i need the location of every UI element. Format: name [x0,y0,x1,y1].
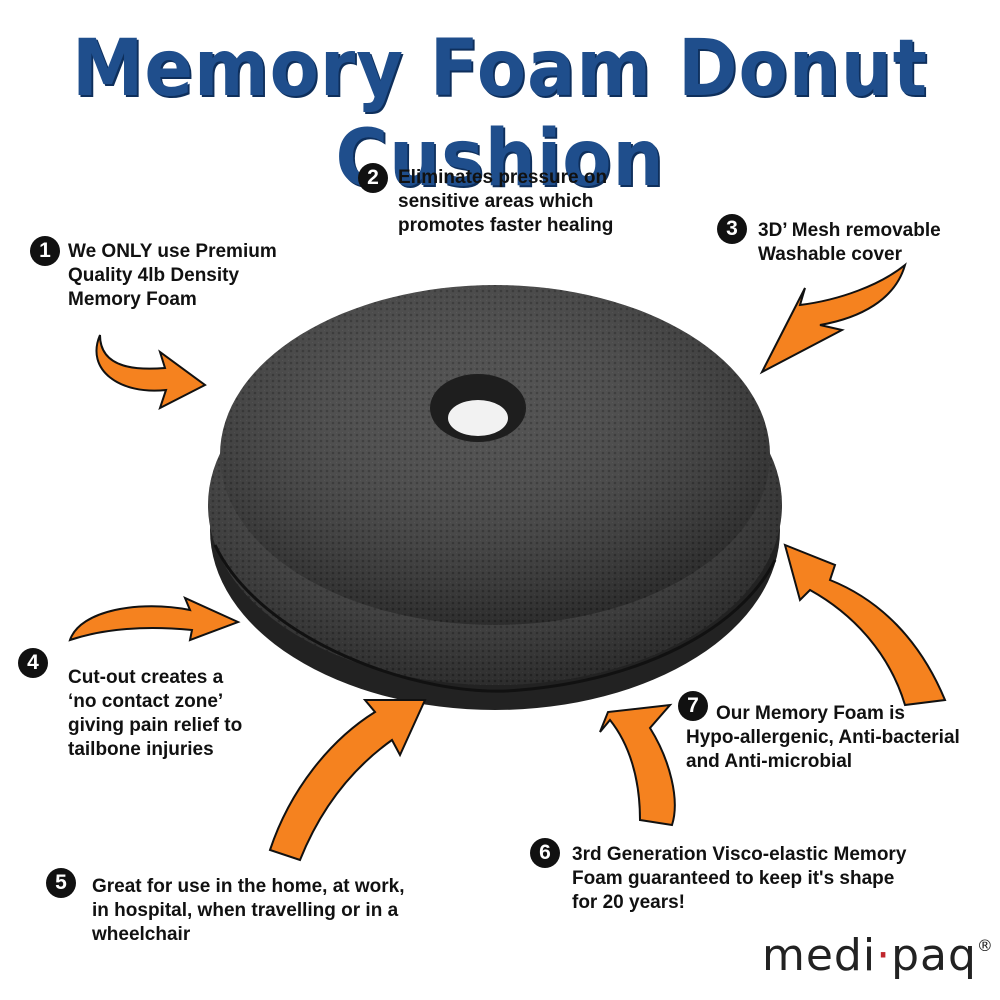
arrow-1 [95,334,207,411]
feature-text-6: 3rd Generation Visco-elastic Memory Foam… [572,843,906,915]
feature-line: wheelchair [92,924,191,945]
feature-line: promotes faster healing [398,215,614,236]
arrow-3 [759,262,907,375]
feature-line: Quality 4lb Density [68,265,240,286]
feature-line: Hypo-allergenic, Anti-bacterial [686,727,960,748]
medipaq-logo: medi·paq® [762,930,994,981]
feature-text-3: 3D’ Mesh removable Washable cover [758,219,941,267]
feature-line: Eliminates pressure on [398,167,608,188]
feature-line: tailbone injuries [68,739,214,760]
feature-badge-7: 7 [678,691,708,721]
registered-mark: ® [976,936,994,955]
donut-cushion [208,285,782,710]
feature-text-5: Great for use in the home, at work, in h… [92,875,405,947]
feature-line: Cut-out creates a [68,667,224,688]
logo-dot: · [876,930,892,981]
feature-line: Great for use in the home, at work, [92,876,405,897]
page-title: Memory Foam Donut Cushion [72,24,928,204]
feature-line: and Anti-microbial [686,751,853,772]
feature-line: Our Memory Foam is [716,703,905,724]
feature-badge-5: 5 [46,868,76,898]
feature-badge-3: 3 [717,214,747,244]
feature-line: sensitive areas which [398,191,594,212]
feature-line: 3D’ Mesh removable [758,220,941,241]
feature-line: ‘no contact zone’ [68,691,224,712]
feature-line: in hospital, when travelling or in a [92,900,399,921]
feature-badge-6: 6 [530,838,560,868]
arrows [68,262,947,862]
feature-line: We ONLY use Premium [68,241,277,262]
logo-part-2: paq [891,930,977,981]
arrow-6 [599,703,676,827]
feature-badge-2: 2 [358,163,388,193]
feature-badge-1: 1 [30,236,60,266]
logo-part-1: medi [762,930,877,981]
feature-line: giving pain relief to [68,715,243,736]
feature-text-7: Our Memory Foam is Hypo-allergenic, Anti… [686,702,960,774]
feature-line: Washable cover [758,244,902,265]
feature-line: for 20 years! [572,892,686,913]
feature-line: Foam guaranteed to keep it's shape [572,868,895,889]
arrow-7 [783,543,947,707]
feature-badge-4: 4 [18,648,48,678]
feature-text-1: We ONLY use Premium Quality 4lb Density … [68,240,277,312]
feature-text-2: Eliminates pressure on sensitive areas w… [398,166,613,238]
feature-text-4: Cut-out creates a ‘no contact zone’ givi… [68,666,242,762]
arrow-4 [68,596,241,642]
feature-line: 3rd Generation Visco-elastic Memory [572,844,907,865]
arrow-5 [268,699,427,862]
feature-line: Memory Foam [68,289,197,310]
